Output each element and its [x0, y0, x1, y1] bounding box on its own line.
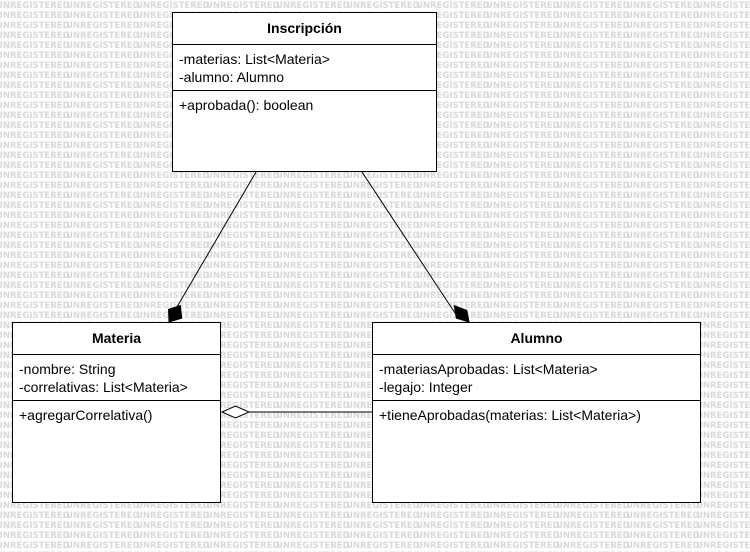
methods-section: +agregarCorrelativa(): [13, 401, 220, 428]
methods-section: +aprobada(): boolean: [173, 91, 436, 118]
attribute: -correlativas: List<Materia>: [19, 379, 188, 395]
class-title: Materia: [13, 323, 220, 355]
methods-section: +tieneAprobadas(materias: List<Materia>): [373, 401, 700, 428]
attribute: -legajo: Integer: [379, 379, 473, 395]
class-inscripcion[interactable]: Inscripción -materias: List<Materia> -al…: [172, 12, 437, 172]
class-alumno[interactable]: Alumno -materiasAprobadas: List<Materia>…: [372, 322, 701, 503]
attributes-section: -nombre: String -correlativas: List<Mate…: [13, 355, 220, 401]
attributes-section: -materiasAprobadas: List<Materia> -legaj…: [373, 355, 700, 401]
method: +agregarCorrelativa(): [19, 407, 153, 423]
attribute: -nombre: String: [19, 361, 116, 377]
attributes-section: -materias: List<Materia> -alumno: Alumno: [173, 45, 436, 91]
class-title: Inscripción: [173, 13, 436, 45]
method: +aprobada(): boolean: [179, 97, 314, 113]
composition-line-inscripcion-materia: [173, 171, 257, 313]
class-title: Alumno: [373, 323, 700, 355]
class-materia[interactable]: Materia -nombre: String -correlativas: L…: [12, 322, 221, 503]
composition-diamond-materia: [167, 304, 183, 323]
attribute: -materiasAprobadas: List<Materia>: [379, 361, 598, 377]
attribute: -materias: List<Materia>: [179, 51, 330, 67]
composition-diamond-alumno: [453, 304, 470, 323]
aggregation-diamond-materia: [220, 405, 251, 419]
attribute: -alumno: Alumno: [179, 69, 285, 85]
method: +tieneAprobadas(materias: List<Materia>): [379, 407, 641, 423]
composition-line-inscripcion-alumno: [361, 171, 456, 314]
